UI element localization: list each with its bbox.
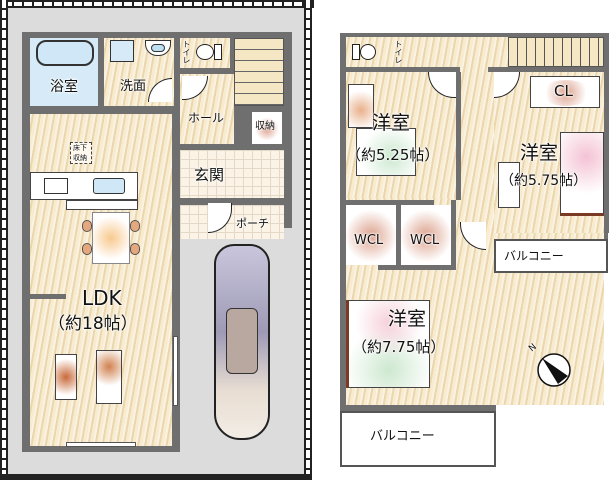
room-toilet-2f xyxy=(346,37,408,67)
balcony-2 xyxy=(340,411,496,467)
dining-chair xyxy=(82,243,92,255)
label-entrance: 玄関 xyxy=(194,166,225,184)
bedroom1-right-wall xyxy=(456,72,461,200)
balcony-1 xyxy=(494,239,608,273)
coffee-table xyxy=(55,354,77,400)
toilet-tank xyxy=(214,44,222,60)
floor2-toilet-wall xyxy=(340,67,460,72)
closet-glow xyxy=(540,80,592,106)
bed-bedroom1 xyxy=(356,128,416,176)
stove-icon xyxy=(44,178,68,194)
site-fence-top xyxy=(4,0,314,8)
toilet-icon xyxy=(196,44,214,60)
label-balcony-1: バルコニー xyxy=(504,249,564,263)
floor2-right-wall-upper xyxy=(604,33,609,233)
label-toilet-1f: トイレ xyxy=(182,40,191,64)
floor2-bottom-wall xyxy=(340,405,496,411)
ldk-window-right xyxy=(173,336,178,406)
car-roof xyxy=(226,308,258,374)
wcl-top-wall xyxy=(340,200,434,205)
label-bedroom1: 洋室 xyxy=(372,112,411,134)
label-bedroom3: 洋室 xyxy=(388,308,427,330)
north-compass-icon xyxy=(536,352,572,388)
label-washroom: 洗面 xyxy=(120,79,147,94)
dining-chair xyxy=(130,243,140,255)
storage-glow xyxy=(254,118,280,140)
sofa xyxy=(96,350,122,404)
room-entrance xyxy=(180,150,284,198)
room-porch xyxy=(180,205,284,239)
label-ldk: LDK xyxy=(82,286,122,310)
desk-bedroom2 xyxy=(498,162,520,208)
label-wcl1: WCL xyxy=(354,233,384,248)
label-hall: ホール xyxy=(188,111,225,125)
site-fence-left xyxy=(0,0,8,480)
dining-table xyxy=(92,212,130,264)
wcl-bottom-wall xyxy=(378,265,456,270)
label-balcony-2: バルコニー xyxy=(370,429,435,444)
dining-chair xyxy=(130,220,140,232)
bed-bedroom3 xyxy=(346,300,430,388)
site-fence-bottom xyxy=(0,474,312,480)
label-wcl2: WCL xyxy=(410,233,440,248)
wcl1-glow xyxy=(346,208,396,264)
bathtub xyxy=(36,40,94,66)
toilet-icon-2f xyxy=(360,44,376,60)
label-closet: CL xyxy=(554,82,573,100)
label-bedroom1-size: （約5.25帖） xyxy=(346,146,440,164)
label-bedroom2-size: （約5.75帖） xyxy=(500,173,588,189)
underfloor-storage xyxy=(70,142,92,164)
washing-machine xyxy=(110,40,134,62)
sink-icon xyxy=(145,40,171,56)
floor2-left-wall xyxy=(340,33,346,411)
desk-bedroom1 xyxy=(348,84,374,128)
label-bathroom: 浴室 xyxy=(50,79,78,95)
ldk-partition xyxy=(30,294,66,299)
wcl-divider xyxy=(396,205,401,267)
wcl-right-wall xyxy=(451,200,456,270)
stairs-2f[interactable] xyxy=(508,37,604,67)
toilet-tank-2f xyxy=(352,44,360,60)
label-ldk-size: （約18帖） xyxy=(48,314,138,334)
label-toilet-2f: トイレ xyxy=(394,40,403,64)
floor2-bedroom2-top xyxy=(488,67,608,72)
label-storage: 収納 xyxy=(255,121,275,132)
label-bedroom2: 洋室 xyxy=(520,142,559,164)
floor2-outer-wall xyxy=(340,33,608,37)
ldk-window-bottom xyxy=(66,442,136,447)
label-bedroom3-size: （約7.75帖） xyxy=(352,338,446,356)
label-underfloor-1: 床下 xyxy=(73,144,87,152)
wcl2-glow xyxy=(401,208,451,264)
kitchen-sink-icon xyxy=(93,178,125,194)
stairs-1f[interactable] xyxy=(234,38,284,106)
bed-bedroom2 xyxy=(560,132,604,216)
label-underfloor-2: 収納 xyxy=(73,154,87,162)
dining-chair xyxy=(82,220,92,232)
kitchen-bar xyxy=(66,200,138,210)
site-fence-right xyxy=(304,0,312,480)
label-porch: ポーチ xyxy=(236,217,269,230)
room-hall xyxy=(180,74,234,144)
